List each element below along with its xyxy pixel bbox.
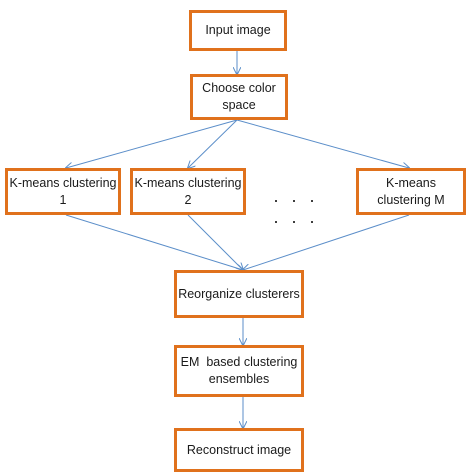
arrow-colorspace-to-kmeans-1 [66,119,238,168]
input-image-box: Input image [189,10,287,51]
arrow-kmeans-2-to-reorganize [187,214,243,270]
ellipsis-dots: . . . . . . [273,186,319,227]
kmeans-clustering-1-box: K-means clustering 1 [5,168,121,215]
kmeans-clustering-2-label: K-means clustering 2 [134,175,242,207]
kmeans-clustering-2-box: K-means clustering 2 [130,168,246,215]
choose-color-space-label: Choose color space [202,81,276,112]
reorganize-clusterers-label: Reorganize clusterers [178,286,300,301]
em-clustering-ensembles-label: EM based clustering ensembles [180,355,301,386]
arrow-colorspace-to-kmeans-2 [188,119,238,168]
em-clustering-ensembles-box: EM based clustering ensembles [174,345,304,397]
reconstruct-image-label: Reconstruct image [186,442,292,457]
arrow-kmeans-m-to-reorganize [243,214,410,270]
arrow-colorspace-to-kmeans-m [236,119,409,168]
choose-color-space-box: Choose color space [190,74,288,120]
arrow-kmeans-1-to-reorganize [65,214,243,270]
kmeans-clustering-m-label: K-means clustering M [377,175,445,207]
kmeans-clustering-1-label: K-means clustering 1 [9,175,117,207]
kmeans-clustering-m-box: K-means clustering M [356,168,466,215]
reconstruct-image-box: Reconstruct image [174,428,304,472]
reorganize-clusterers-box: Reorganize clusterers [174,270,304,318]
input-image-label: Input image [205,23,271,37]
